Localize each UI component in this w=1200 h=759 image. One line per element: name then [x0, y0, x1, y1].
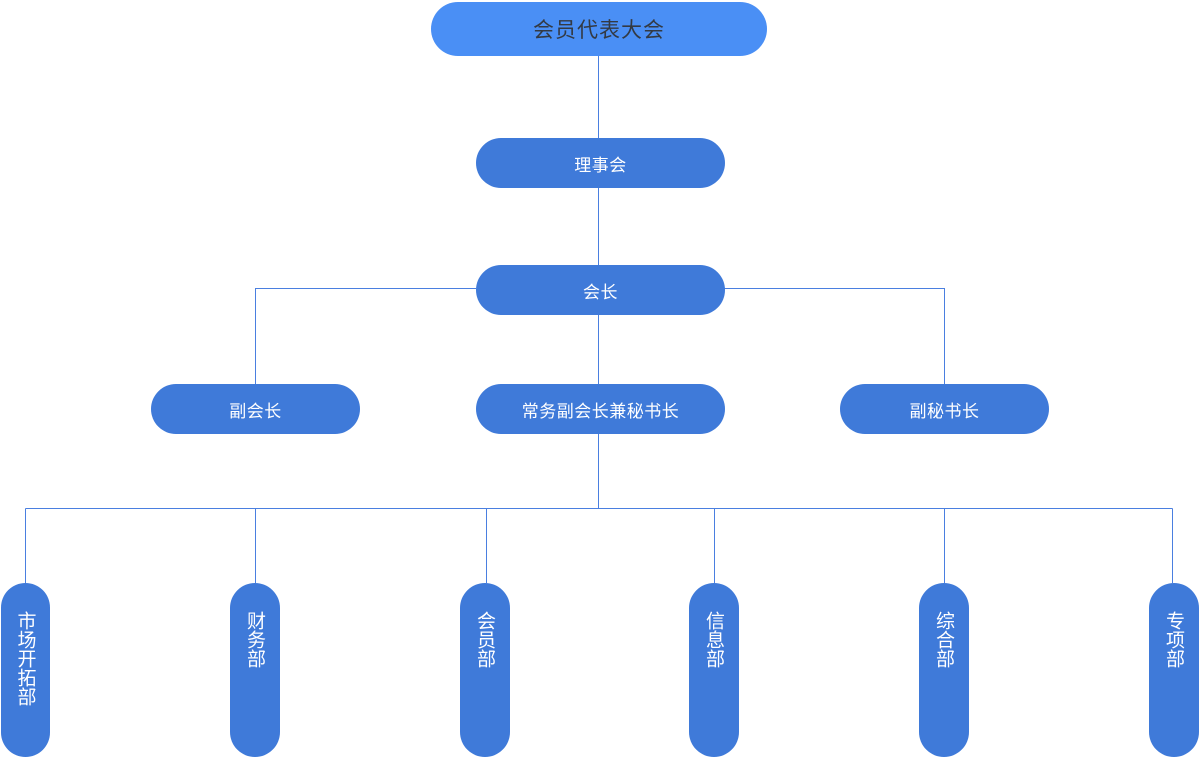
node-council: 理事会 — [476, 138, 725, 188]
node-label: 财务部 — [244, 611, 266, 668]
node-dept-membership: 会员部 — [460, 583, 510, 757]
node-vice-president: 副会长 — [151, 384, 360, 434]
node-label: 市场开拓部 — [14, 611, 37, 706]
node-dept-finance: 财务部 — [230, 583, 280, 757]
node-label: 专项部 — [1163, 611, 1185, 668]
node-president: 会长 — [476, 265, 725, 315]
connector-president-vice-president — [255, 288, 476, 384]
node-deputy-secretary-general: 副秘书长 — [840, 384, 1049, 434]
node-label: 会员部 — [474, 611, 496, 668]
node-label: 理事会 — [574, 155, 627, 176]
node-label: 副会长 — [229, 401, 282, 422]
connector-president-deputy-secretary — [724, 288, 945, 384]
node-dept-market-development: 市场开拓部 — [1, 583, 50, 757]
node-label: 信息部 — [703, 611, 725, 668]
node-dept-general-affairs: 综合部 — [919, 583, 969, 757]
node-dept-information: 信息部 — [689, 583, 739, 757]
node-label: 常务副会长兼秘书长 — [521, 401, 680, 422]
node-general-assembly: 会员代表大会 — [431, 2, 767, 56]
node-executive-vp-secretary-general: 常务副会长兼秘书长 — [476, 384, 725, 434]
node-dept-special-projects: 专项部 — [1149, 583, 1199, 757]
node-label: 会长 — [583, 282, 618, 303]
node-label: 综合部 — [933, 611, 955, 668]
node-label: 副秘书长 — [909, 401, 980, 422]
node-label: 会员代表大会 — [533, 18, 665, 42]
